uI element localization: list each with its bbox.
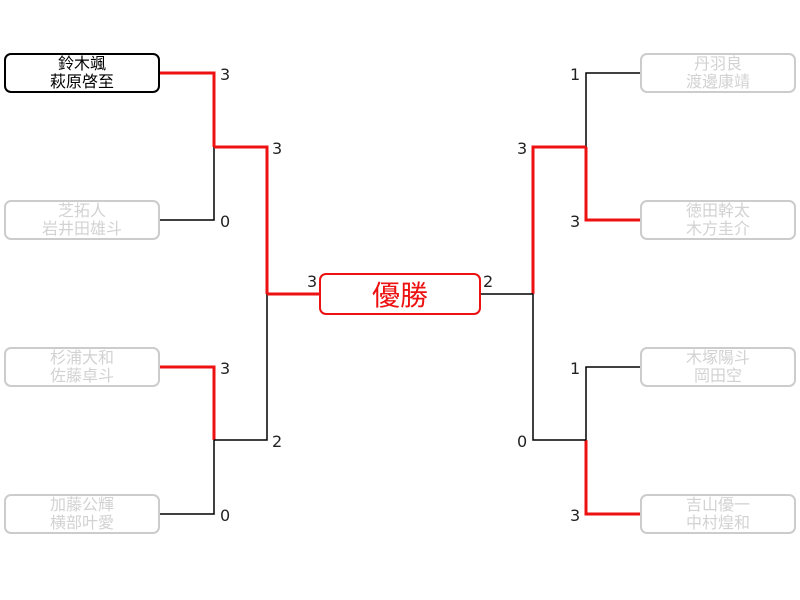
championship-label: 優勝 xyxy=(371,279,428,312)
line-right-m1-winner xyxy=(584,147,640,222)
line-right-r2-loser xyxy=(532,294,586,441)
line-left-m2-loser xyxy=(160,440,215,515)
team-left-3-player2: 佐藤卓斗 xyxy=(49,366,114,385)
score-left-r2-top: 3 xyxy=(272,139,283,158)
championship-box[interactable]: 優勝 xyxy=(319,273,481,315)
team-left-4[interactable]: 加藤公輝 横部叶愛 xyxy=(4,494,160,534)
line-right-m2-loser xyxy=(585,366,640,440)
team-left-3-player1: 杉浦大和 xyxy=(49,348,114,367)
team-right-3-player1: 木塚陽斗 xyxy=(685,348,750,367)
team-left-2-player1: 芝拓人 xyxy=(57,201,106,220)
score-left-3: 3 xyxy=(220,359,231,378)
team-left-3[interactable]: 杉浦大和 佐藤卓斗 xyxy=(4,347,160,387)
score-right-3: 1 xyxy=(570,359,581,378)
line-left-r2-winner xyxy=(214,145,269,294)
score-final-right: 2 xyxy=(483,272,494,291)
team-right-2[interactable]: 徳田幹太 木方圭介 xyxy=(640,200,796,240)
team-right-3-player2: 岡田空 xyxy=(693,366,742,385)
team-right-2-player2: 木方圭介 xyxy=(685,219,750,238)
line-left-m2-winner xyxy=(160,365,216,440)
line-right-m2-winner xyxy=(584,440,640,516)
team-left-4-player2: 横部叶愛 xyxy=(49,513,114,532)
line-left-m1-loser xyxy=(160,147,215,221)
line-right-r2-winner xyxy=(531,145,586,294)
team-left-1[interactable]: 鈴木颯 萩原啓至 xyxy=(4,53,160,93)
score-right-r2-top: 3 xyxy=(517,139,528,158)
team-left-4-player1: 加藤公輝 xyxy=(49,495,114,514)
team-right-1-player1: 丹羽良 xyxy=(693,54,742,73)
score-left-r2-bottom: 2 xyxy=(272,432,283,451)
line-right-m1-loser xyxy=(585,72,640,147)
team-left-1-player1: 鈴木颯 xyxy=(57,54,106,73)
score-right-2: 3 xyxy=(570,212,581,231)
score-right-r2-bottom: 0 xyxy=(517,432,528,451)
line-left-r2-loser xyxy=(214,294,268,441)
score-left-1: 3 xyxy=(220,65,231,84)
team-right-4-player2: 中村煌和 xyxy=(685,513,750,532)
team-right-4-player1: 吉山優一 xyxy=(685,495,750,514)
team-left-1-player2: 萩原啓至 xyxy=(49,72,114,91)
score-right-1: 1 xyxy=(570,65,581,84)
team-right-4[interactable]: 吉山優一 中村煌和 xyxy=(640,494,796,534)
team-right-1[interactable]: 丹羽良 渡邊康靖 xyxy=(640,53,796,93)
line-left-m1-winner xyxy=(160,71,216,147)
team-right-2-player1: 徳田幹太 xyxy=(685,201,750,220)
team-left-2[interactable]: 芝拓人 岩井田雄斗 xyxy=(4,200,160,240)
score-left-2: 0 xyxy=(220,212,231,231)
team-left-2-player2: 岩井田雄斗 xyxy=(41,219,122,238)
team-right-3[interactable]: 木塚陽斗 岡田空 xyxy=(640,347,796,387)
team-right-1-player2: 渡邊康靖 xyxy=(685,72,750,91)
score-right-4: 3 xyxy=(570,506,581,525)
score-left-4: 0 xyxy=(220,506,231,525)
score-final-left: 3 xyxy=(307,272,318,291)
